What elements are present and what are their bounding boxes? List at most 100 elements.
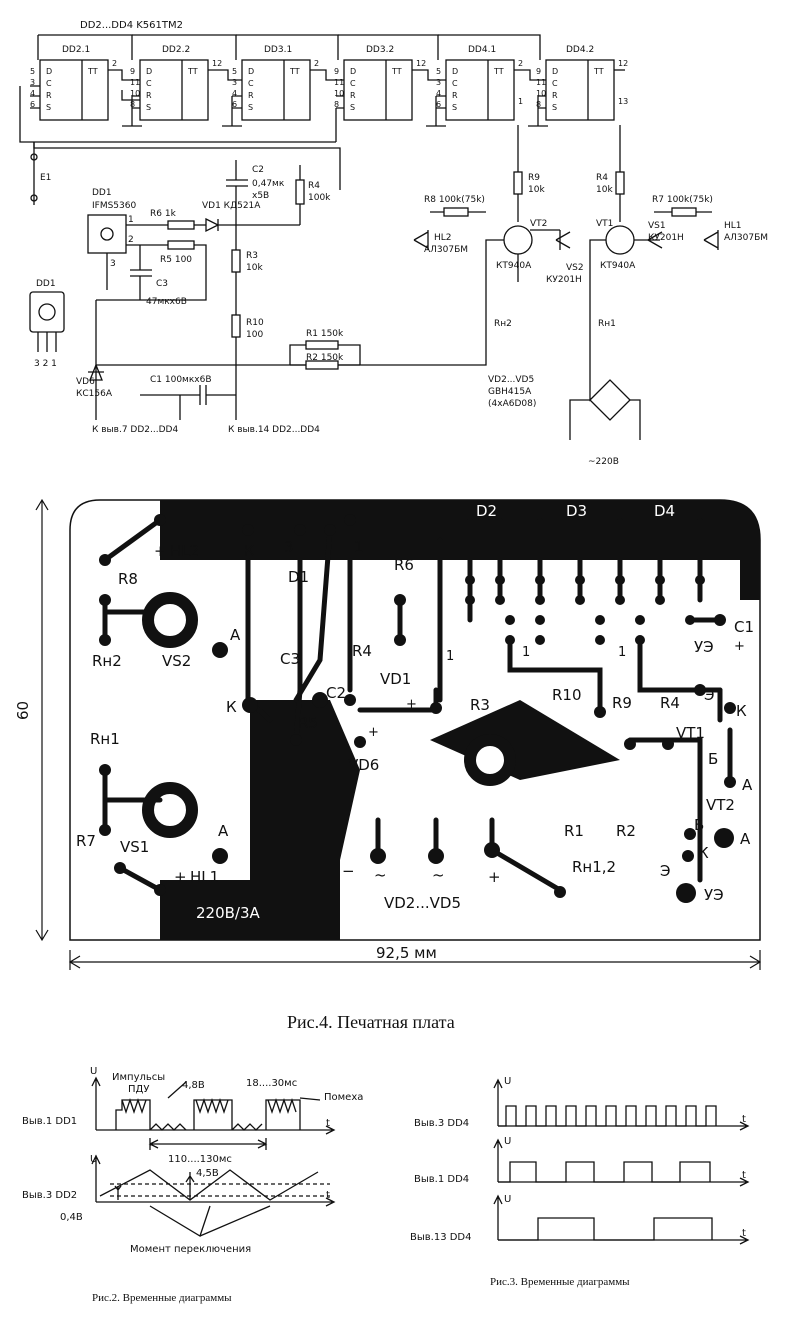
pcb-b-vt1: Б [708, 750, 718, 768]
ff-pin-label: 4 [436, 89, 441, 98]
pcb-tilde1: ~ [374, 866, 387, 884]
rh1-label: Rн1 [598, 319, 616, 329]
ff-tt-label: TT [493, 67, 504, 76]
ff-inner-label: C [46, 79, 52, 88]
hl1-type: АЛ307БМ [724, 233, 768, 243]
ff-inner-label: C [552, 79, 558, 88]
pcb-traces [102, 517, 733, 893]
dd1-label: DD1 [92, 188, 112, 198]
pin7-note: К выв.7 DD2...DD4 [92, 425, 178, 435]
pcb-plus-vd1: + [368, 725, 379, 740]
fig2-v04: 0,4В [60, 1212, 83, 1223]
pcb-rh1: Rн1 [90, 730, 120, 748]
dd1-type: IFMS5360 [92, 201, 136, 211]
fig3-u2: U [504, 1136, 511, 1147]
fig2-pdu: ПДУ [128, 1084, 149, 1095]
pcb-c3: C3 [280, 650, 300, 668]
ff-inner-label: D [248, 67, 254, 76]
pcb-d1: D1 [288, 568, 309, 586]
pcb-d3: D3 [566, 502, 587, 520]
ff-inner-label: S [46, 103, 51, 112]
ff-inner-label: C [146, 79, 152, 88]
ff-inner-label: R [46, 91, 52, 100]
fig3-row1: Выв.3 DD4 [414, 1118, 469, 1129]
ff-pin-label: 5 [436, 67, 441, 76]
vs2-type: КУ201Н [546, 275, 582, 285]
r8-label: R8 100k(75k) [424, 195, 485, 205]
pcb-pads [99, 514, 736, 903]
pcb-a-vt2: А [742, 776, 753, 794]
c2-label: C2 [252, 165, 264, 175]
ff-pin-label: 11 [334, 78, 344, 87]
fig2-ms110: 110....130мс [168, 1154, 232, 1165]
ff-pin-label: 10 [334, 89, 344, 98]
ff-inner-label: D [46, 67, 52, 76]
ff-inner-label: R [146, 91, 152, 100]
r6-label: R6 1k [150, 209, 177, 219]
r7-label: R7 100k(75k) [652, 195, 713, 205]
r4-label: R4 [308, 181, 320, 191]
e1-label: E1 [40, 173, 51, 183]
pcb-plus-c1: + [734, 639, 745, 654]
dd1-package: 3 2 1 DD1 [29, 279, 65, 369]
pcb-k-top: К [244, 542, 255, 560]
pcb-k-c3: К [226, 698, 237, 716]
pcb-mains: 220В/3А [196, 904, 261, 922]
ff-inner-label: S [350, 103, 355, 112]
pcb-one-d3: 1 [522, 645, 530, 660]
pcb-r5: R5 [298, 714, 318, 732]
pcb-dim-height: 60 [14, 701, 32, 720]
r10-label: R10 [246, 318, 264, 328]
ff-pin-label: 3 [232, 78, 237, 87]
pcb-minus: − [342, 862, 355, 880]
ff-pin-label: 8 [334, 100, 339, 109]
ff-inner-label: C [248, 79, 254, 88]
ff-out-pin-label: 12 [618, 59, 628, 68]
ff-inner-label: R [248, 91, 254, 100]
pcb-plus-br: + [488, 868, 501, 886]
c2-value2: х5В [252, 191, 269, 201]
rh2-label: Rн2 [494, 319, 512, 329]
pcb-e-vt2: Э [660, 862, 670, 880]
r9-label: R9 [528, 173, 540, 183]
ff-pin-label: 9 [130, 67, 135, 76]
r1-label: R1 150k [306, 329, 344, 339]
pcb-c1: C1 [734, 618, 754, 636]
fig2-v45: 4,5В [196, 1168, 219, 1179]
ff-tt-label: TT [289, 67, 300, 76]
pcb-d4: D4 [654, 502, 675, 520]
fig2-row1: Выв.1 DD1 [22, 1116, 77, 1127]
r4r-label: R4 [596, 173, 608, 183]
c2-value: 0,47мк [252, 179, 285, 189]
pcb-hl1: HL1 [190, 868, 219, 886]
r5-label: R5 100 [160, 255, 192, 265]
ff-inner-label: D [146, 67, 152, 76]
pcb-r4b: R4 [660, 694, 680, 712]
fig2-u2: U [90, 1154, 97, 1165]
pcb-r6: R6 [394, 556, 414, 574]
ff-inner-label: R [452, 91, 458, 100]
flipflop-pin-labels: 5346DCRSTT2911108DCRSTT125346DCRSTT29111… [30, 59, 628, 112]
pcb-r4: R4 [352, 642, 372, 660]
ff-dd2-1: DD2.1 [62, 45, 90, 55]
dd1-pin1: 1 [128, 215, 134, 225]
pcb-one-d2: 1 [446, 649, 454, 664]
ff-inner-label: S [146, 103, 151, 112]
ff-inner-label: S [248, 103, 253, 112]
fig3-caption: Рис.3. Временные диаграммы [490, 1276, 630, 1288]
vd6-type: КС156А [76, 389, 113, 399]
ff-out-pin-label: 12 [416, 59, 426, 68]
ff-pin-label: 6 [30, 100, 35, 109]
ff-pin-label: 10 [130, 89, 140, 98]
pcb-vd1: VD1 [380, 670, 411, 688]
mains-label: ~220В [588, 457, 619, 467]
ff-inner-label: R [552, 91, 558, 100]
pcb-pin3: 3 [284, 538, 294, 556]
r4-value: 100k [308, 193, 331, 203]
vs1-label: VS1 [648, 221, 666, 231]
ff-dd3-2: DD3.2 [366, 45, 394, 55]
pcb-pin1: 1 [354, 538, 364, 556]
r4r-value: 10k [596, 185, 613, 195]
ff-pin-label: 9 [334, 67, 339, 76]
vd2-type: GBH415A [488, 387, 532, 397]
